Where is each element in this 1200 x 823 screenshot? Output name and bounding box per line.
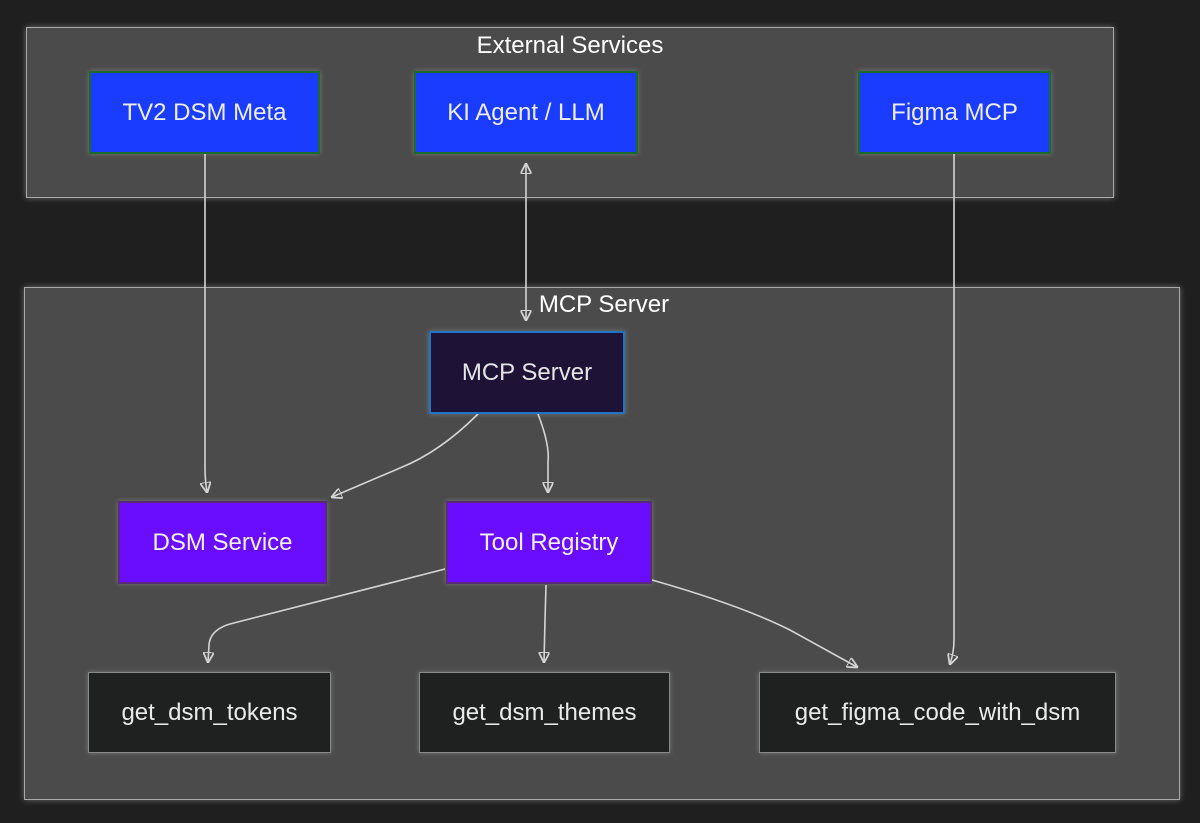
node-get-figma-code-with-dsm[interactable]: get_figma_code_with_dsm	[759, 672, 1116, 753]
node-get-dsm-tokens-label: get_dsm_tokens	[121, 698, 298, 726]
node-mcp-server[interactable]: MCP Server	[429, 331, 625, 414]
node-tv2-dsm-meta-label: TV2 DSM Meta	[122, 98, 287, 126]
node-tool-registry-label: Tool Registry	[479, 528, 619, 556]
mcp-server-group-title: MCP Server	[538, 291, 670, 318]
node-dsm-service-label: DSM Service	[152, 528, 293, 556]
node-dsm-service[interactable]: DSM Service	[118, 501, 327, 584]
node-ki-agent-llm[interactable]: KI Agent / LLM	[414, 71, 638, 154]
node-get-dsm-themes-label: get_dsm_themes	[452, 698, 637, 726]
node-figma-mcp[interactable]: Figma MCP	[858, 71, 1051, 154]
node-get-figma-code-with-dsm-label: get_figma_code_with_dsm	[794, 698, 1081, 726]
node-mcp-server-label: MCP Server	[461, 358, 593, 386]
node-figma-mcp-label: Figma MCP	[891, 98, 1018, 126]
external-services-title: External Services	[476, 32, 664, 59]
node-tool-registry[interactable]: Tool Registry	[446, 501, 652, 584]
node-get-dsm-themes[interactable]: get_dsm_themes	[419, 672, 670, 753]
node-ki-agent-llm-label: KI Agent / LLM	[447, 98, 605, 126]
node-get-dsm-tokens[interactable]: get_dsm_tokens	[88, 672, 331, 753]
node-tv2-dsm-meta[interactable]: TV2 DSM Meta	[89, 71, 320, 154]
